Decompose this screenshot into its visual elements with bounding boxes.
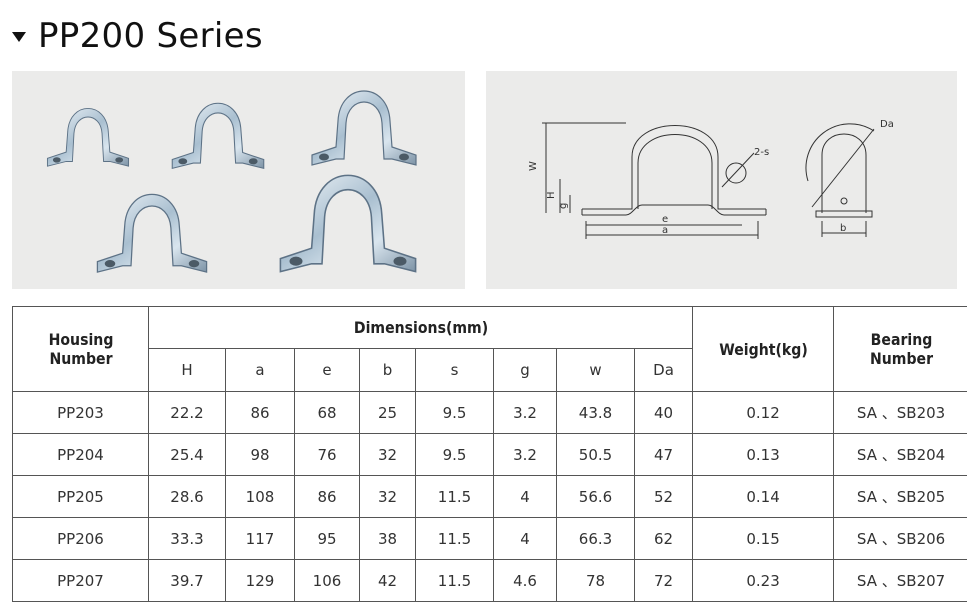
product-photo [12,71,465,289]
weight-cell: 0.15 [692,517,835,560]
dimension-subheader-row: H a e b s g w Da [13,348,967,392]
dim-cell: 117 [225,517,295,560]
bearing-cell: SA 、SB203 [833,391,967,434]
spec-table: Housing Number Dimensions(mm) Weight(kg)… [12,306,967,602]
housing-cell: PP207 [12,559,149,602]
dim-cell: 9.5 [415,433,494,476]
dim-cell: 106 [294,559,360,602]
housing-cell: PP205 [12,475,149,518]
table-header-row: Housing Number Dimensions(mm) Weight(kg)… [13,306,967,392]
clamp-image-3 [311,90,417,166]
dim-cell: 62 [633,517,694,560]
dim-cell: 95 [294,517,360,560]
dim-cell: 28.6 [148,475,226,518]
dim-cell: 11.5 [415,475,494,518]
weight-cell: 0.13 [692,433,835,476]
technical-drawing: W H g e a 2-s Da b [486,71,957,289]
weight-cell: 0.14 [692,475,835,518]
dim-cell: 39.7 [148,559,226,602]
dim-col-s: s [415,348,494,392]
dim-col-g: g [493,348,557,392]
dim-cell: 72 [633,559,694,602]
table-row: PP207 39.7 129 106 42 11.5 4.6 78 72 0.2… [12,559,967,602]
dim-cell: 11.5 [415,559,494,602]
dim-cell: 86 [294,475,360,518]
dim-cell: 52 [633,475,694,518]
dim-cell: 76 [294,433,360,476]
dim-cell: 129 [225,559,295,602]
dim-cell: 4 [493,517,557,560]
table-row: PP204 25.4 98 76 32 9.5 3.2 50.5 47 0.13… [12,433,967,476]
dim-cell: 11.5 [415,517,494,560]
dim-cell: 32 [359,475,416,518]
dim-col-e: e [294,348,360,392]
page-title: PP200 Series [38,16,263,56]
housing-cell: PP203 [12,391,149,434]
label-g: g [558,203,569,209]
dimensions-header: Dimensions(mm) [180,306,661,349]
bearing-cell: SA 、SB207 [833,559,967,602]
dim-col-w: w [556,348,635,392]
label-Da: Da [880,119,894,130]
clamp-image-1 [46,107,130,167]
housing-number-header: Housing Number [20,306,141,392]
dim-cell: 40 [633,391,694,434]
dim-col-b: b [359,348,416,392]
clamp-image-5 [279,174,417,273]
bearing-cell: SA 、SB204 [833,433,967,476]
dim-cell: 43.8 [556,391,635,434]
weight-header: Weight(kg) [700,306,826,392]
bearing-number-header: Bearing Number [841,306,961,392]
dim-cell: 78 [556,559,635,602]
label-2-s: 2-s [754,147,769,158]
dim-cell: 68 [294,391,360,434]
clamp-image-2 [171,102,265,169]
dim-cell: 3.2 [493,391,557,434]
dim-cell: 3.2 [493,433,557,476]
dim-cell: 50.5 [556,433,635,476]
label-e: e [662,214,668,225]
dim-cell: 9.5 [415,391,494,434]
label-b: b [840,223,846,234]
housing-cell: PP204 [12,433,149,476]
table-row: PP203 22.2 86 68 25 9.5 3.2 43.8 40 0.12… [12,391,967,434]
dim-col-H: H [148,348,226,392]
dim-cell: 4 [493,475,557,518]
dim-cell: 33.3 [148,517,226,560]
table-row: PP205 28.6 108 86 32 11.5 4 56.6 52 0.14… [12,475,967,518]
dim-col-Da: Da [633,348,694,392]
label-H: H [546,191,557,199]
label-W: W [528,161,539,171]
dim-cell: 25 [359,391,416,434]
series-heading: PP200 Series [12,14,263,58]
label-a: a [662,225,668,236]
side-view: Da b [805,119,894,237]
dim-cell: 22.2 [148,391,226,434]
clamp-image-4 [96,193,208,273]
dim-cell: 42 [359,559,416,602]
dim-cell: 32 [359,433,416,476]
front-view: W H g e a 2-s [528,122,769,239]
bearing-cell: SA 、SB206 [833,517,967,560]
triangle-down-icon [12,32,26,42]
dim-cell: 47 [633,433,694,476]
weight-cell: 0.12 [692,391,835,434]
table-row: PP206 33.3 117 95 38 11.5 4 66.3 62 0.15… [12,517,967,560]
dim-cell: 86 [225,391,295,434]
dim-cell: 66.3 [556,517,635,560]
dim-cell: 4.6 [493,559,557,602]
dim-cell: 108 [225,475,295,518]
housing-cell: PP206 [12,517,149,560]
dim-cell: 38 [359,517,416,560]
dim-cell: 98 [225,433,295,476]
bearing-cell: SA 、SB205 [833,475,967,518]
dim-col-a: a [225,348,295,392]
weight-cell: 0.23 [692,559,835,602]
dim-cell: 56.6 [556,475,635,518]
dim-cell: 25.4 [148,433,226,476]
